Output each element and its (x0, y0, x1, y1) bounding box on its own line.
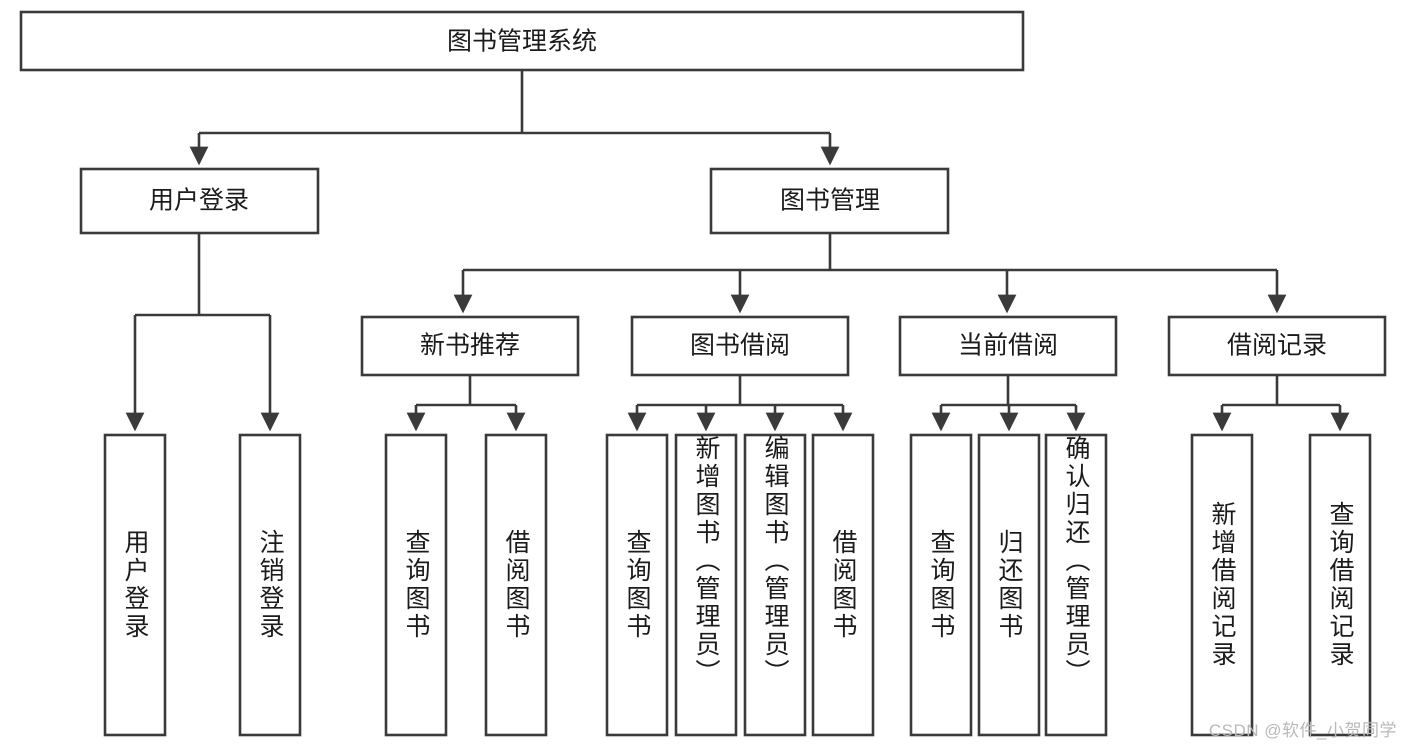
node-current-borrow[interactable]: 当前借阅 (898, 315, 1118, 377)
node-user-login-label: 用户登录 (149, 187, 249, 215)
node-borrow-record[interactable]: 借阅记录 (1167, 315, 1387, 377)
edge-group-current-borrow-to-leaves (931, 375, 1086, 432)
node-user-login[interactable]: 用户登录 (79, 167, 320, 235)
node-new-book-rec[interactable]: 新书推荐 (360, 315, 580, 377)
node-new-book-rec-box[interactable] (360, 315, 580, 377)
edge-group-book-manage-to-level3 (453, 233, 1287, 314)
node-leaf-br-query-box[interactable] (1308, 433, 1372, 737)
node-book-borrow-box[interactable] (630, 315, 850, 377)
node-book-manage[interactable]: 图书管理 (709, 167, 950, 235)
node-leaf-logout-box[interactable] (238, 433, 302, 737)
edge-group-borrow-record-to-leaves (1212, 375, 1350, 432)
node-leaf-bb-query-box[interactable] (605, 433, 669, 737)
edge-group-book-borrow-to-leaves (627, 375, 853, 432)
node-borrow-record-box[interactable] (1167, 315, 1387, 377)
node-new-book-rec-label: 新书推荐 (420, 332, 520, 360)
node-leaf-bb-edit-box[interactable] (743, 433, 807, 737)
node-root[interactable]: 图书管理系统 (19, 10, 1025, 72)
node-book-manage-box[interactable] (709, 167, 950, 235)
node-leaf-cb-return-box[interactable] (977, 433, 1041, 737)
node-user-login-box[interactable] (79, 167, 320, 235)
node-leaf-bb-borrow-box[interactable] (811, 433, 875, 737)
node-leaf-user-login-box[interactable] (103, 433, 167, 737)
node-leaf-cb-query-box[interactable] (909, 433, 973, 737)
node-leaf-br-add-box[interactable] (1190, 433, 1254, 737)
leaf-boxes (103, 433, 1372, 737)
node-borrow-record-label: 借阅记录 (1227, 332, 1327, 360)
node-book-manage-label: 图书管理 (780, 187, 880, 215)
node-current-borrow-label: 当前借阅 (958, 332, 1058, 360)
node-root-label: 图书管理系统 (447, 28, 597, 56)
node-leaf-nbr-query-box[interactable] (384, 433, 448, 737)
edge-group-user-login-to-leaves (125, 233, 280, 432)
node-book-borrow-label: 图书借阅 (690, 332, 790, 360)
edge-group-new-book-rec-to-leaves (406, 375, 526, 432)
watermark: CSDN @软件_小贺同学 (1208, 721, 1397, 740)
node-leaf-bb-add-box[interactable] (674, 433, 738, 737)
edge-group-root-to-level2 (189, 70, 840, 166)
node-leaf-nbr-borrow-box[interactable] (484, 433, 548, 737)
node-leaf-cb-confirm-box[interactable] (1044, 433, 1108, 737)
node-root-box[interactable] (19, 10, 1025, 72)
node-book-borrow[interactable]: 图书借阅 (630, 315, 850, 377)
node-current-borrow-box[interactable] (898, 315, 1118, 377)
